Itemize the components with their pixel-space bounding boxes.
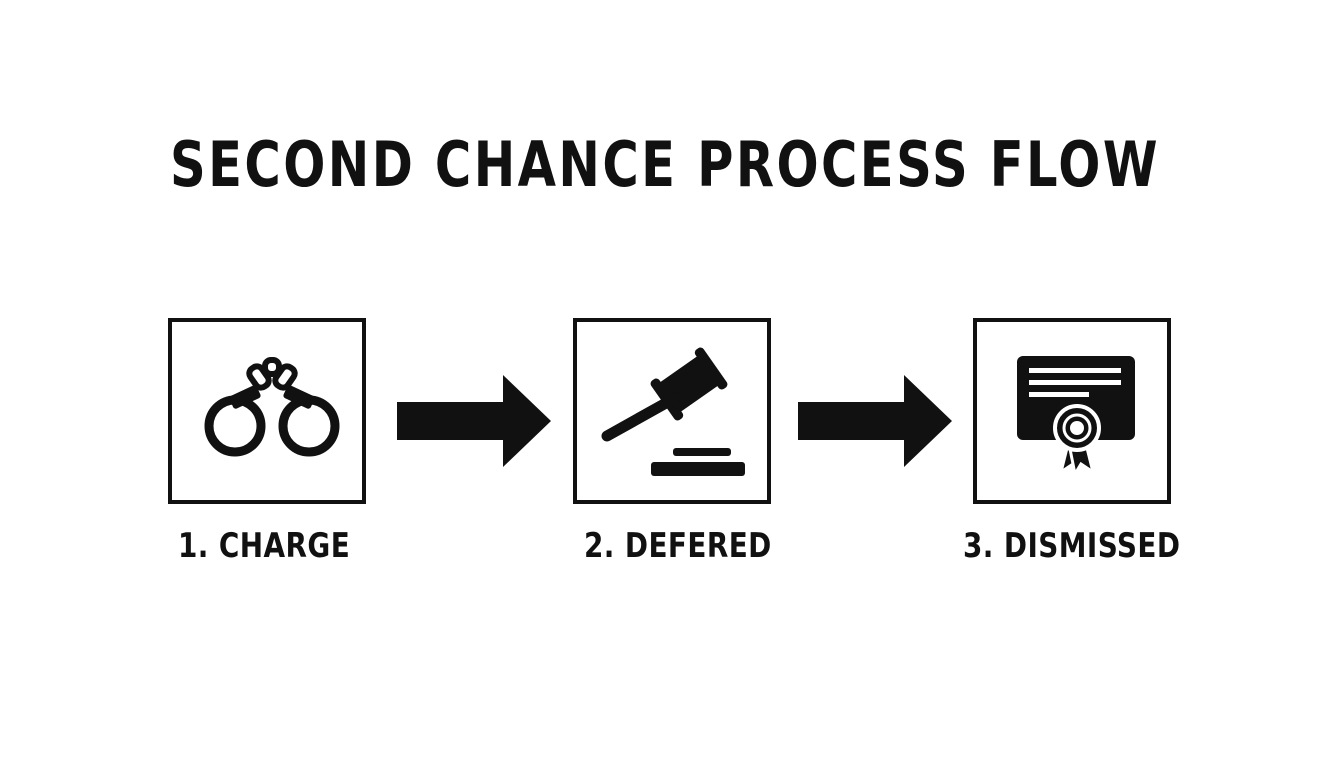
certificate-icon — [1017, 356, 1135, 479]
gavel-icon — [601, 347, 745, 476]
handcuffs-icon — [204, 357, 340, 457]
arrow-right-icon — [798, 375, 952, 467]
step-deferred-label: 2. DEFERED — [584, 526, 772, 566]
arrow-right-icon — [397, 375, 551, 467]
step-dismissed-box — [973, 318, 1171, 504]
step-deferred-box — [573, 318, 771, 504]
diagram-title: SECOND CHANCE PROCESS FLOW — [170, 128, 1160, 201]
step-charge-box — [168, 318, 366, 504]
step-charge-label: 1. CHARGE — [178, 526, 351, 566]
step-dismissed-label: 3. DISMISSED — [963, 526, 1181, 566]
